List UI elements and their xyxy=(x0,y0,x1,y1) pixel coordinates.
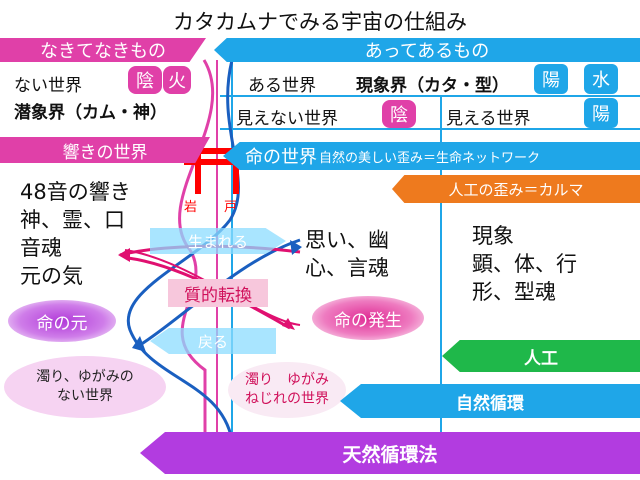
nigori-left-ellipse: 濁り、ゆがみの ない世界 xyxy=(4,356,166,418)
mizu-badge: 水 xyxy=(584,64,618,94)
tennen-junkanho-label: 天然循環法 xyxy=(342,443,438,466)
header-left-label: なきてなきもの xyxy=(40,41,166,62)
middle-text-block: 思い、幽 心、言魂 xyxy=(305,226,389,282)
inochi-hassei-ellipse: 命の発生 xyxy=(312,296,424,340)
tennen-junkanho-bar: 天然循環法 xyxy=(140,432,640,474)
left-text-line-3: 音魂 xyxy=(20,236,62,260)
nai-sekai-label: ない世界 xyxy=(14,76,82,96)
shitsuteki-label: 質的転換 xyxy=(184,285,252,306)
hibiki-bar: 響きの世界 xyxy=(0,137,210,163)
mienai-sekai-label: 見えない世界 xyxy=(236,109,338,129)
modoru-arrow: 戻る xyxy=(150,328,276,354)
right-text-line-3: 形、型魂 xyxy=(472,280,556,304)
middle-text-line-1: 思い、幽 xyxy=(305,228,389,252)
umareru-label: 生まれる xyxy=(187,232,248,251)
inochi-sub-label: 自然の美しい歪み＝生命ネットワーク xyxy=(319,150,541,166)
karma-bar: 人工の歪み＝カルマ xyxy=(392,175,640,203)
torii-icon xyxy=(178,148,256,194)
shizen-junkan-bar: 自然循環 xyxy=(340,384,640,418)
right-text-line-1: 現象 xyxy=(472,224,514,248)
arrowhead-blue-1 xyxy=(290,240,302,255)
karma-label: 人工の歪み＝カルマ xyxy=(448,180,584,199)
inochi-hassei-label: 命の発生 xyxy=(334,310,402,331)
mieru-sekai-label: 見える世界 xyxy=(446,109,531,129)
hi-badge: 火 xyxy=(163,66,191,94)
senshokai-label: 潜象界（カム・神） xyxy=(14,103,167,123)
nigori-mid-line-1: 濁り ゆがみ xyxy=(245,372,329,388)
shitsuteki-box: 質的転換 xyxy=(168,279,268,307)
middle-text-line-2: 心、言魂 xyxy=(305,256,389,280)
page-title: カタカムナでみる宇宙の仕組み xyxy=(173,10,467,34)
left-text-line-2: 神、霊、口 xyxy=(20,208,125,232)
arrowhead-pink-2 xyxy=(118,248,130,262)
umareru-arrow: 生まれる xyxy=(150,228,286,254)
shizen-junkan-label: 自然循環 xyxy=(456,393,524,414)
nigori-left-line-2: ない世界 xyxy=(57,388,113,404)
right-text-block: 現象 顕、体、行 形、型魂 xyxy=(472,222,577,306)
header-right-bar: あってあるもの xyxy=(214,38,640,62)
header-left-bar: なきてなきもの xyxy=(0,38,206,62)
jinko-bar: 人工 xyxy=(442,340,640,372)
right-text-line-2: 顕、体、行 xyxy=(472,252,577,276)
nigori-mid-line-2: ねじれの世界 xyxy=(245,391,329,407)
genshokai-label: 現象界（カタ・型） xyxy=(356,76,509,96)
modoru-label: 戻る xyxy=(197,332,228,351)
header-right-label: あってあるもの xyxy=(364,41,490,62)
inochi-main-label: 命の世界 xyxy=(245,147,317,168)
torii-label-left: 岩 xyxy=(184,200,198,215)
left-text-line-4: 元の気 xyxy=(20,264,83,288)
you-badge-2: 陽 xyxy=(584,98,618,128)
hibiki-label: 響きの世界 xyxy=(62,142,148,163)
arrowhead-pink-1 xyxy=(282,318,295,330)
you-badge-1: 陽 xyxy=(534,64,568,94)
arrowhead-blue-2 xyxy=(132,336,146,352)
nigori-left-line-1: 濁り、ゆがみの xyxy=(36,369,134,385)
in-badge-1: 陰 xyxy=(128,66,162,94)
inochi-moto-label: 命の元 xyxy=(36,313,88,334)
in-badge-2: 陰 xyxy=(382,100,416,128)
left-text-block: 48音の響き 神、霊、口 音魂 元の気 xyxy=(20,178,131,290)
inochi-bar: 命の世界 自然の美しい歪み＝生命ネットワーク xyxy=(223,142,640,170)
inochi-moto-ellipse: 命の元 xyxy=(8,300,116,342)
jinko-label: 人工 xyxy=(524,348,558,369)
aru-sekai-label: ある世界 xyxy=(248,76,316,96)
left-text-line-1: 48音の響き xyxy=(20,180,131,204)
nigori-mid-ellipse: 濁り ゆがみ ねじれの世界 xyxy=(228,362,346,418)
torii-label-right: 戸 xyxy=(224,200,238,215)
